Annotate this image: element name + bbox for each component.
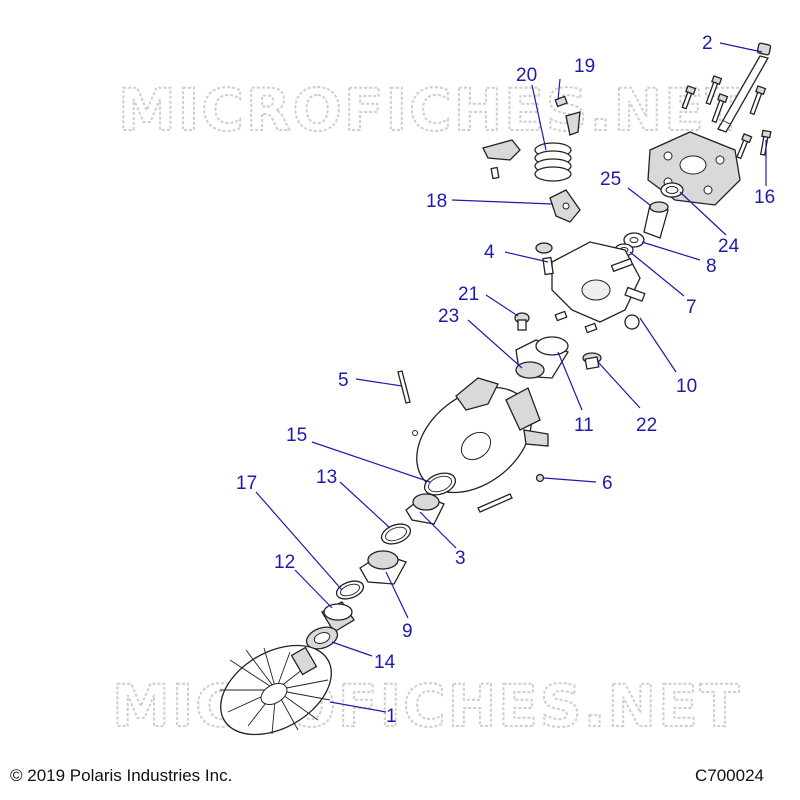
- callout-11: 11: [574, 415, 594, 436]
- part-25-tube[interactable]: [643, 201, 669, 239]
- part-24-bushing[interactable]: [660, 182, 684, 198]
- callout-13: 13: [316, 467, 337, 488]
- part-17-snap-ring[interactable]: [334, 578, 366, 603]
- part-20-spring[interactable]: [534, 142, 572, 182]
- callout-24: 24: [718, 236, 740, 257]
- callout-17: 17: [236, 473, 257, 494]
- callout-7: 7: [686, 297, 697, 318]
- callout-20: 20: [516, 65, 537, 86]
- callout-18: 18: [426, 191, 447, 212]
- callout-labels: 2 19 20 18 25 24 8 7 16 4 21 23 11 22 10…: [236, 33, 775, 727]
- leader-lines: [255, 42, 767, 713]
- figure-code: C700024: [694, 766, 764, 785]
- moveable-sheave[interactable]: [396, 366, 551, 514]
- part-5-pin[interactable]: [397, 370, 411, 404]
- copyright-text: © 2019 Polaris Industries Inc.: [10, 766, 233, 785]
- part-11-23-bushing[interactable]: [515, 336, 569, 379]
- callout-1: 1: [386, 706, 397, 727]
- callout-10: 10: [676, 376, 697, 397]
- callout-9: 9: [402, 621, 413, 642]
- watermark-top: MICROFICHES.NET: [118, 76, 747, 144]
- part-14-nut[interactable]: [304, 623, 341, 653]
- callout-22: 22: [636, 415, 657, 436]
- part-9-bearing[interactable]: [359, 550, 407, 585]
- callout-19: 19: [574, 56, 595, 77]
- callout-25: 25: [600, 169, 621, 190]
- housing-pins[interactable]: [554, 310, 598, 334]
- callout-8: 8: [706, 256, 717, 277]
- part-19-roller[interactable]: [554, 95, 581, 136]
- callout-6: 6: [602, 473, 613, 494]
- callout-14: 14: [374, 652, 396, 673]
- callout-3: 3: [455, 548, 466, 569]
- part-1-fixed-sheave[interactable]: [205, 627, 347, 753]
- part-21-screw[interactable]: [514, 312, 530, 331]
- callout-16: 16: [754, 187, 775, 208]
- flyweight-bracket[interactable]: [482, 139, 521, 180]
- part-4-housing[interactable]: [535, 241, 646, 330]
- part-8-washer[interactable]: [623, 232, 645, 248]
- watermark-bottom: MICROFICHES.NET: [112, 672, 741, 740]
- callout-5: 5: [338, 370, 349, 391]
- part-15-ring[interactable]: [422, 469, 459, 499]
- callout-21: 21: [458, 284, 479, 305]
- part-22-pin[interactable]: [582, 352, 602, 370]
- part-12-spacer[interactable]: [321, 601, 355, 633]
- callout-2: 2: [702, 33, 713, 54]
- callout-12: 12: [274, 552, 295, 573]
- part-13-ring[interactable]: [379, 520, 413, 547]
- callout-15: 15: [286, 425, 307, 446]
- spider-bolts[interactable]: [680, 75, 772, 160]
- part-6-ball[interactable]: [535, 473, 545, 483]
- callout-4: 4: [484, 242, 495, 263]
- part-18-weight[interactable]: [549, 189, 581, 223]
- part-3-bushing[interactable]: [405, 493, 445, 525]
- callout-23: 23: [438, 306, 459, 327]
- loose-pin[interactable]: [477, 493, 513, 513]
